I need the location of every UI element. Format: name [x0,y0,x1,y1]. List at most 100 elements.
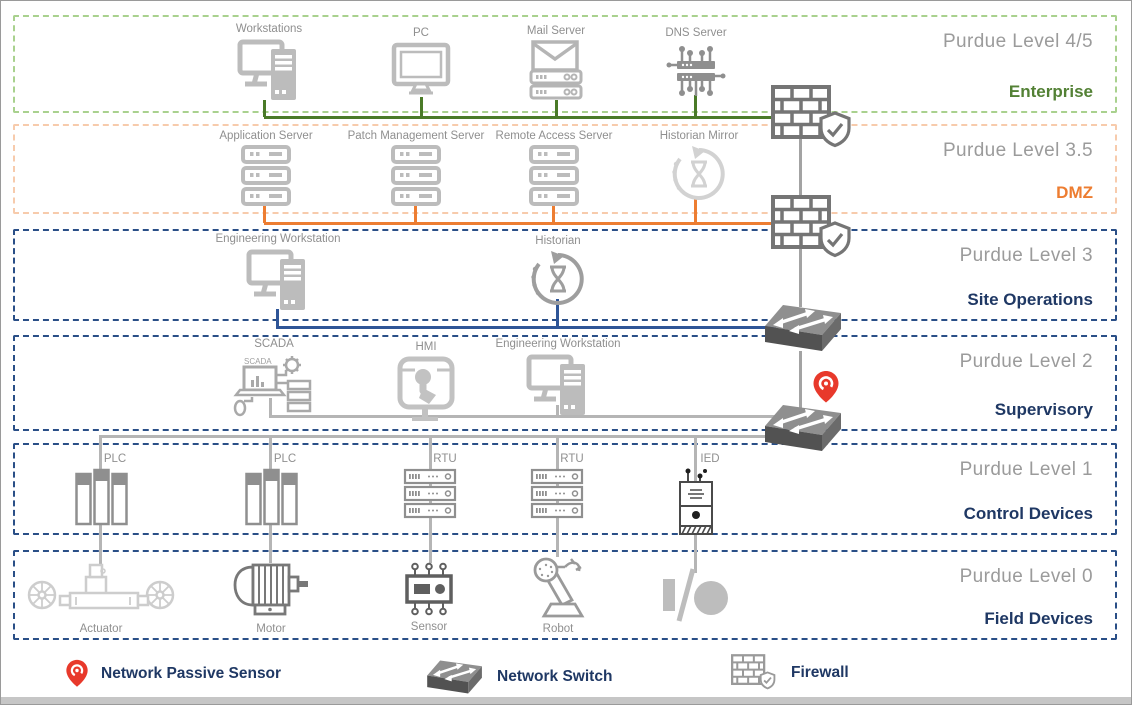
legend-network-switch: Network Switch [427,659,612,695]
historian-mirror-icon [672,146,725,200]
network-passive-sensor-icon [813,371,839,403]
device-label: Actuator [79,623,123,635]
device-label: Patch Management Server [347,130,485,142]
network-switch-2 [765,403,845,453]
motor-icon [233,563,308,616]
device-label: Robot [542,623,574,635]
firewall-icon [731,654,776,690]
device-engineering-workstation-l3: Engineering Workstation [193,233,363,314]
device-label: Historian [535,235,581,247]
connector-line [694,198,697,223]
device-label: Workstations [235,23,303,35]
ied-icon [679,468,713,535]
device-label: Motor [256,623,286,635]
level-category: Site Operations [967,290,1093,309]
server-icon [241,145,291,206]
device-label: DNS Server [665,27,727,39]
device-historian-mirror: Historian Mirror [614,130,784,203]
device-label: PLC [273,453,297,465]
actuator-icon [27,563,175,610]
device-label: PC [413,27,429,39]
firewall-1 [771,85,855,151]
device-rtu-1: RTU [396,453,466,522]
device-robot: Robot [513,555,603,635]
connector-line [264,222,774,225]
mail-server-icon [529,40,583,100]
workstation-icon [526,354,585,415]
level-category: Control Devices [963,504,1093,523]
level-title: Purdue Level 2 [959,351,1093,372]
connector-line [263,203,266,223]
window-bottom-edge [1,697,1131,704]
rtu-icon [530,468,584,519]
device-actuator: Actuator [26,563,176,635]
device-label: Application Server [219,130,313,142]
device-label: SCADA [254,338,294,350]
device-plc-2: PLC [236,453,306,528]
firewall-2 [771,195,855,261]
device-remote-access-server: Remote Access Server [469,130,639,207]
connector-line [555,100,558,117]
legend-label: Firewall [791,664,849,681]
connector-line [269,398,272,416]
legend-network-passive-sensor: Network Passive Sensor [65,659,281,688]
device-sensor: Sensor [384,561,474,633]
server-icon [529,145,579,206]
device-pc: PC [386,27,456,96]
scada-icon: SCADA [233,356,312,417]
device-label: Engineering Workstation [215,233,341,245]
connector-line [414,203,417,223]
device-rtu-2: RTU [523,453,593,522]
level-title: Purdue Level 3.5 [942,140,1093,161]
io-icon [663,568,728,622]
robot-icon [533,557,585,618]
connector-line [420,97,423,117]
band-level-0: Purdue Level 0 Field Devices [13,550,1117,640]
device-historian: Historian [473,235,643,308]
dns-server-icon [666,46,726,96]
hmi-icon [397,356,455,421]
connector-line [799,247,802,307]
band-level-1: Purdue Level 1 Control Devices [13,443,1117,535]
level-category: Field Devices [984,609,1093,628]
device-label: Mail Server [526,25,586,37]
server-icon [391,145,441,206]
network-switch-icon [427,660,482,694]
band-level-35: Purdue Level 3.5 DMZ [13,124,1117,214]
device-application-server: Application Server [181,130,351,207]
device-label: IED [700,453,720,465]
plc-icon [74,468,128,526]
device-patch-management-server: Patch Management Server [331,130,501,207]
device-label: Historian Mirror [659,130,739,142]
network-passive-sensor-icon [66,659,88,687]
connector-line [276,326,776,329]
level-title: Purdue Level 1 [959,459,1093,480]
device-dns-server: DNS Server [651,27,741,100]
connector-line [269,415,779,418]
band-level-3: Purdue Level 3 Site Operations [13,229,1117,321]
device-label: HMI [415,341,437,353]
device-scada: SCADA SCADA [219,338,329,417]
device-mail-server: Mail Server [516,25,596,100]
device-engineering-workstation-l2: Engineering Workstation [473,338,643,419]
sensor-icon [405,562,453,616]
device-label: RTU [560,453,584,465]
network-passive-sensor [812,370,840,404]
device-hmi: HMI [386,341,466,422]
device-workstations: Workstations [224,23,314,104]
connector-line [556,299,559,327]
device-label: Remote Access Server [495,130,613,142]
firewall-icon [771,85,851,148]
legend: Network Passive Sensor Network Switch [1,651,1131,695]
device-label: Engineering Workstation [495,338,621,350]
legend-firewall: Firewall [731,654,849,692]
band-level-45: Purdue Level 4/5 Enterprise [13,15,1117,113]
level-category: DMZ [1056,183,1093,202]
device-label: RTU [433,453,457,465]
connector-line [99,435,789,438]
device-motor: Motor [226,561,316,635]
connector-line [799,351,802,408]
workstation-icon [246,249,305,310]
band-level-2: Purdue Level 2 Supervisory [13,335,1117,431]
